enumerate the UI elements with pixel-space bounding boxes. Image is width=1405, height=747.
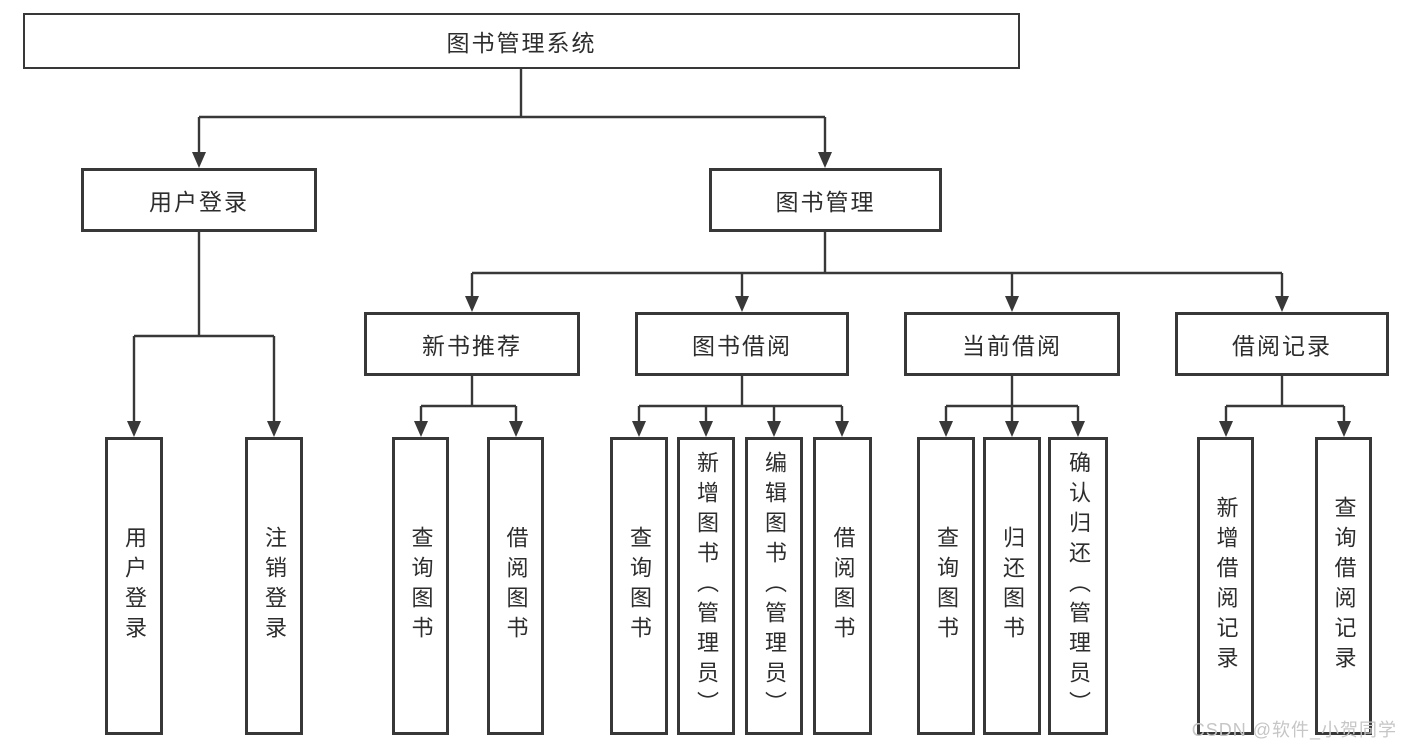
leaf-borrow-books-1: 借阅图书 xyxy=(487,437,544,735)
connector-book-management-children xyxy=(465,232,1289,312)
arrow-down-icon xyxy=(267,421,281,437)
arrow-down-icon xyxy=(767,421,781,437)
leaf-add-book-admin: 新增图书（管理员） xyxy=(677,437,735,735)
arrow-down-icon xyxy=(509,421,523,437)
arrow-down-icon xyxy=(414,421,428,437)
node-label: 借阅图书 xyxy=(503,526,529,646)
node-label: 借阅图书 xyxy=(830,526,856,646)
arrow-down-icon xyxy=(1275,296,1289,312)
connector-root-to-level2 xyxy=(192,69,832,168)
arrow-down-icon xyxy=(1005,296,1019,312)
connector-current-borrow-children xyxy=(939,376,1085,437)
arrow-down-icon xyxy=(127,421,141,437)
leaf-query-books-2: 查询图书 xyxy=(610,437,668,735)
node-book-borrow: 图书借阅 xyxy=(635,312,849,376)
leaf-confirm-return-admin: 确认归还（管理员） xyxy=(1048,437,1108,735)
arrow-down-icon xyxy=(1219,421,1233,437)
node-label: 注销登录 xyxy=(262,526,287,646)
leaf-add-borrow-record: 新增借阅记录 xyxy=(1197,437,1254,735)
leaf-borrow-books-2: 借阅图书 xyxy=(813,437,872,735)
arrow-down-icon xyxy=(1071,421,1085,437)
node-label: 借阅记录 xyxy=(1232,333,1332,359)
node-current-borrow: 当前借阅 xyxy=(904,312,1120,376)
node-label: 新书推荐 xyxy=(422,333,522,359)
node-label: 编辑图书（管理员） xyxy=(762,451,787,721)
leaf-query-books-1: 查询图书 xyxy=(392,437,449,735)
leaf-query-borrow-record: 查询借阅记录 xyxy=(1315,437,1372,735)
leaf-edit-book-admin: 编辑图书（管理员） xyxy=(745,437,803,735)
arrow-down-icon xyxy=(1337,421,1351,437)
node-label: 归还图书 xyxy=(1000,526,1025,646)
node-label: 查询借阅记录 xyxy=(1331,496,1357,676)
leaf-return-book: 归还图书 xyxy=(983,437,1041,735)
node-label: 用户登录 xyxy=(149,189,249,215)
arrow-down-icon xyxy=(735,296,749,312)
node-label: 图书借阅 xyxy=(692,333,792,359)
node-label: 查询图书 xyxy=(934,526,959,646)
connector-new-book-recommend-children xyxy=(414,376,523,437)
arrow-down-icon xyxy=(632,421,646,437)
watermark: CSDN @软件_小贺同学 xyxy=(1191,720,1397,740)
connector-book-borrow-children xyxy=(632,376,849,437)
node-label: 当前借阅 xyxy=(962,333,1062,359)
connector-borrow-record-children xyxy=(1219,376,1351,437)
arrow-down-icon xyxy=(699,421,713,437)
node-user-login: 用户登录 xyxy=(81,168,317,232)
leaf-logout: 注销登录 xyxy=(245,437,303,735)
node-root-system: 图书管理系统 xyxy=(23,13,1020,69)
connector-user-login-children xyxy=(127,232,281,437)
leaf-user-login: 用户登录 xyxy=(105,437,163,735)
arrow-down-icon xyxy=(835,421,849,437)
node-label: 用户登录 xyxy=(122,526,147,646)
node-new-book-recommend: 新书推荐 xyxy=(364,312,580,376)
leaf-query-books-3: 查询图书 xyxy=(917,437,975,735)
arrow-down-icon xyxy=(192,152,206,168)
node-label: 图书管理 xyxy=(775,189,876,215)
arrow-down-icon xyxy=(465,296,479,312)
arrow-down-icon xyxy=(1005,421,1019,437)
node-label: 新增借阅记录 xyxy=(1213,496,1239,676)
arrow-down-icon xyxy=(939,421,953,437)
node-label: 新增图书（管理员） xyxy=(694,451,719,721)
node-book-management: 图书管理 xyxy=(709,168,942,232)
node-label: 图书管理系统 xyxy=(446,30,597,56)
node-label: 查询图书 xyxy=(408,526,434,646)
node-borrow-record: 借阅记录 xyxy=(1175,312,1389,376)
arrow-down-icon xyxy=(818,152,832,168)
node-label: 查询图书 xyxy=(627,526,652,646)
node-label: 确认归还（管理员） xyxy=(1066,451,1091,721)
